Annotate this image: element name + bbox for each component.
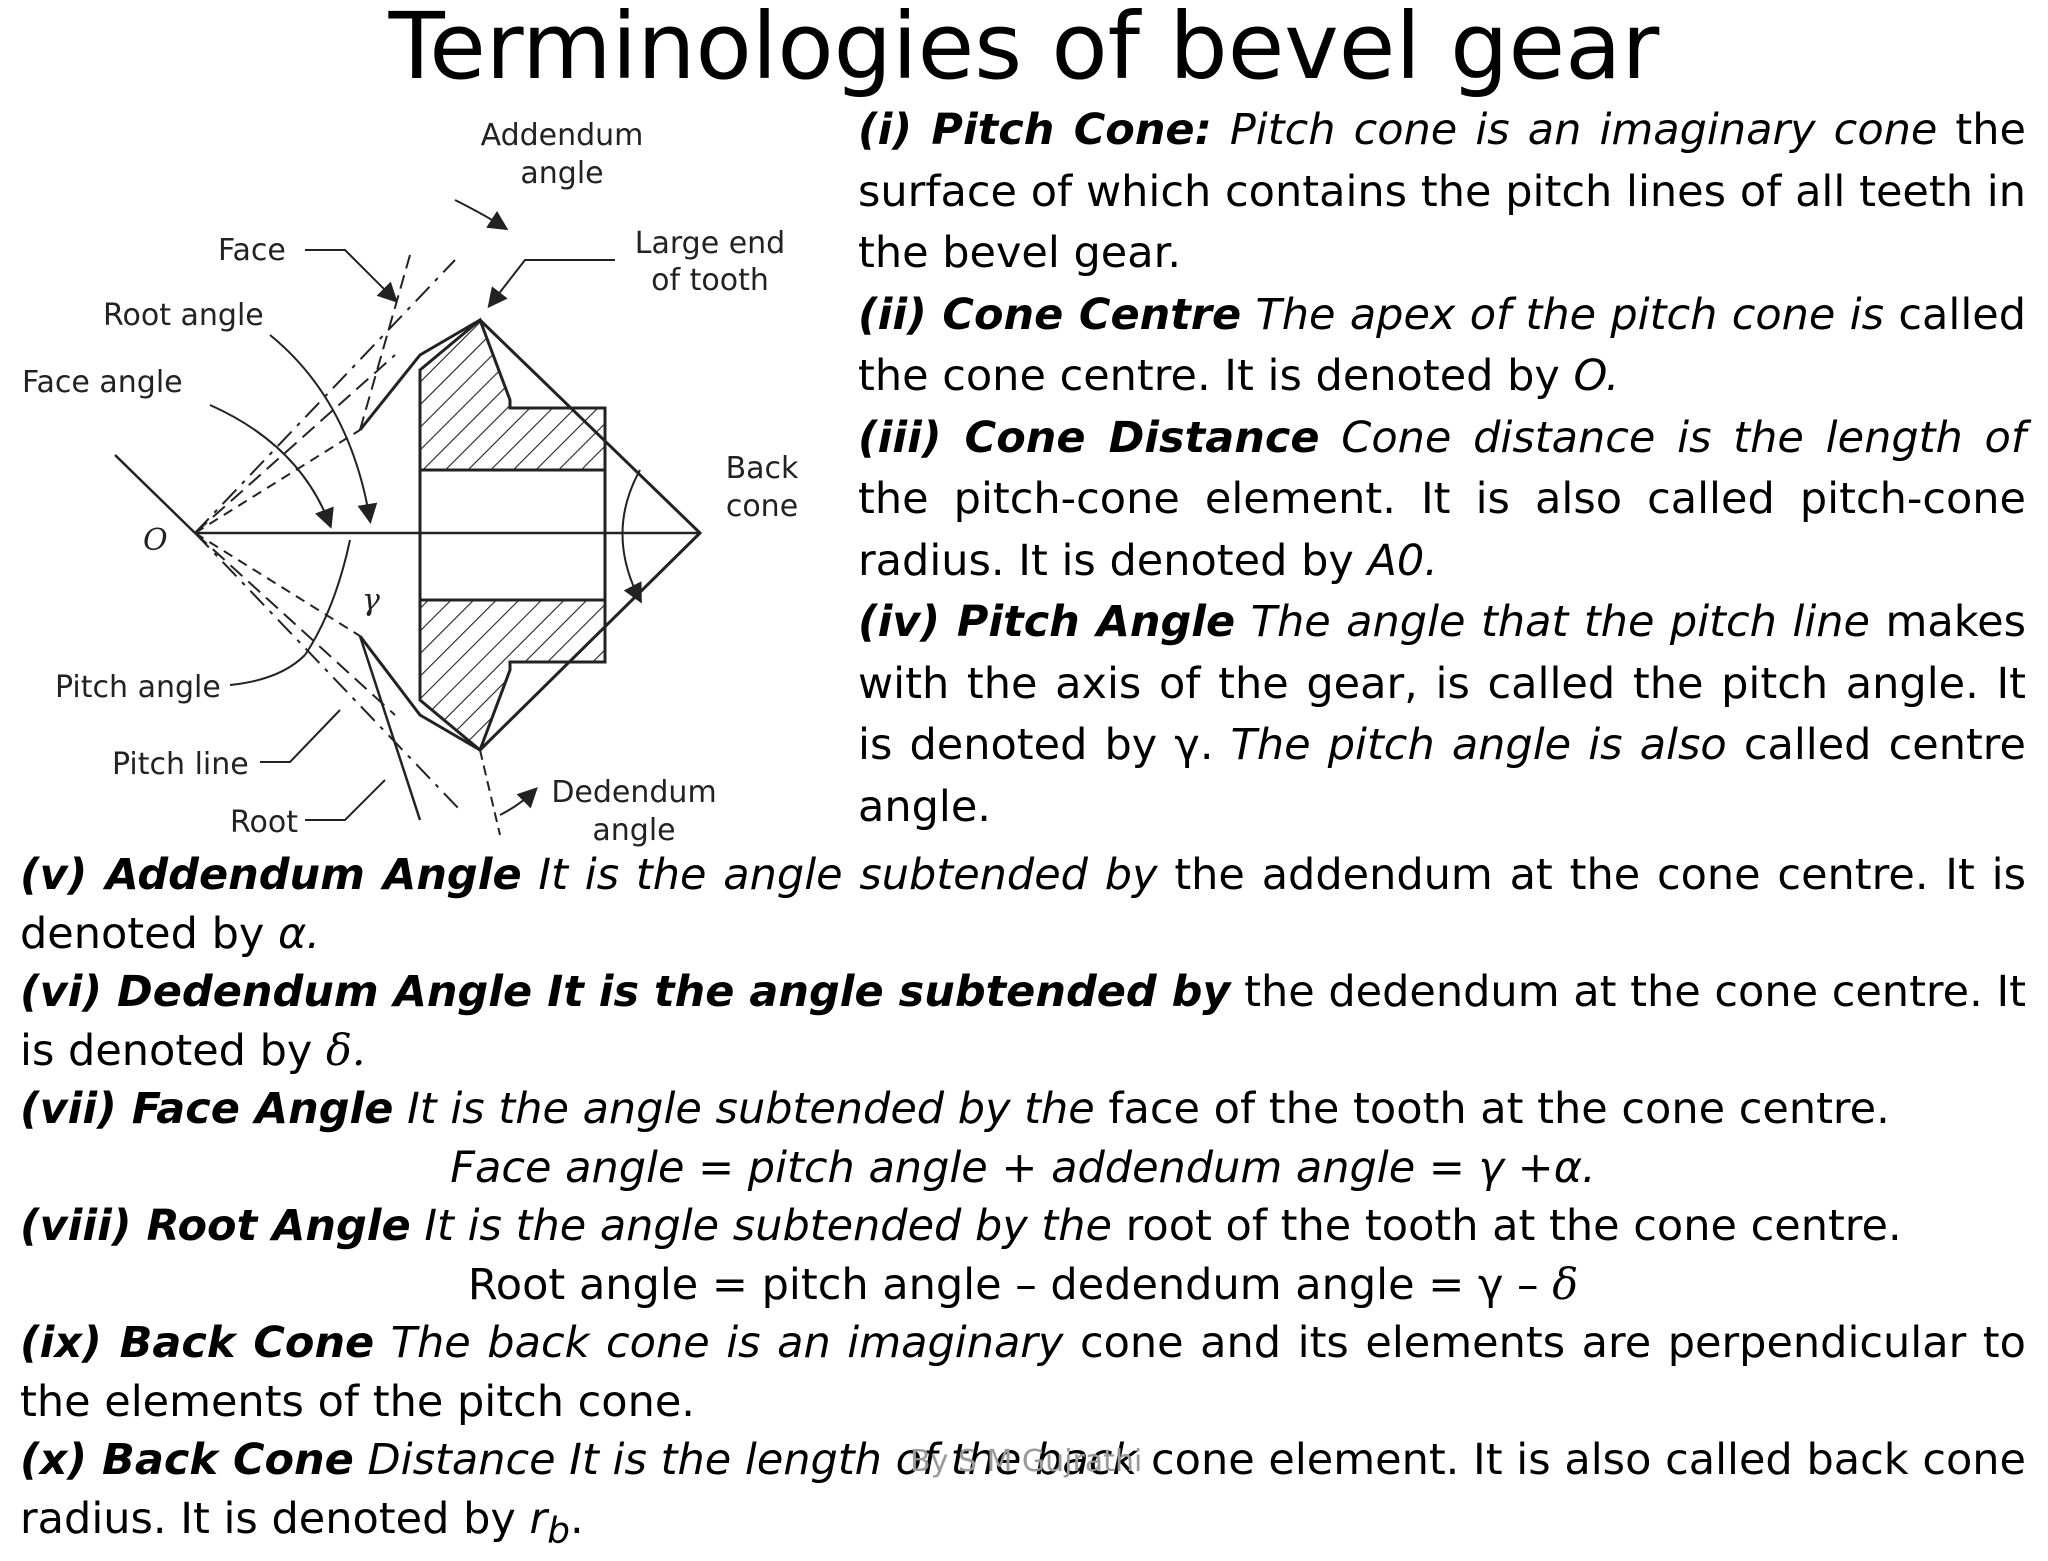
- back-cone-arc: [621, 469, 642, 604]
- addendum-angle-arc: [454, 199, 509, 231]
- definitions-full-width: (v) Addendum Angle It is the angle subte…: [20, 846, 2026, 1561]
- definition-text: .: [569, 1493, 584, 1544]
- label-face-angle: Face angle: [22, 365, 183, 400]
- definition-text: cone element. It is also called back con…: [20, 1435, 2027, 1544]
- definition-cone-distance: (iii) Cone Distance Cone distance is the…: [858, 408, 2026, 593]
- back-cone: [478, 318, 703, 752]
- term: (i) Pitch Cone:: [858, 105, 1212, 155]
- gear-body-upper: [418, 317, 607, 472]
- definition-face-angle: (vii) Face Angle It is the angle subtend…: [20, 1080, 2026, 1139]
- symbol: δ.: [326, 1025, 366, 1076]
- formula-text: Root angle = pitch angle – dedendum angl…: [467, 1259, 1553, 1310]
- definition-text: cone and its elements are perpendicular …: [20, 1318, 2026, 1427]
- definition-root-angle: (viii) Root Angle It is the angle subten…: [20, 1197, 2026, 1256]
- label-root-angle: Root angle: [103, 298, 264, 333]
- term: (viii) Root Angle: [20, 1201, 411, 1251]
- symbol: δ: [1552, 1259, 1579, 1310]
- formula-text: Face angle = pitch angle + addendum angl…: [450, 1142, 1596, 1193]
- pitch-angle-leader: [229, 654, 306, 686]
- definition-italic: The back cone is an imaginary: [374, 1318, 1064, 1368]
- definition-back-cone-distance: (x) Back Cone Distance It is the length …: [20, 1431, 2026, 1561]
- term: (iii) Cone Distance: [858, 412, 1320, 463]
- term: (ii) Cone Centre: [858, 289, 1242, 340]
- label-gamma: γ: [362, 583, 380, 618]
- formula-face-angle: Face angle = pitch angle + addendum angl…: [20, 1139, 2026, 1198]
- definition-text: root of the tooth at the cone centre.: [1112, 1201, 1902, 1251]
- symbol-subscript: b: [547, 1510, 570, 1552]
- definition-back-cone: (ix) Back Cone The back cone is an imagi…: [20, 1314, 2026, 1431]
- term: (ix) Back Cone: [20, 1318, 375, 1368]
- symbol: α.: [278, 908, 321, 959]
- root-line-lower: [194, 532, 361, 637]
- tooth-lower: [358, 635, 481, 752]
- definition-text: called the cone centre. It is denoted by: [858, 289, 2027, 402]
- outer-line-lower: [358, 635, 422, 821]
- tooth-upper: [358, 318, 481, 431]
- definition-text: makes with the axis of the gear, is call…: [858, 597, 2026, 770]
- label-root: Root: [230, 805, 298, 840]
- pitch-line-lower: [194, 532, 396, 716]
- dedendum-angle-arc: [499, 787, 538, 816]
- root-leader: [305, 779, 386, 821]
- definition-pitch-cone: (i) Pitch Cone: Pitch cone is an imagina…: [858, 100, 2026, 285]
- symbol: O.: [1573, 351, 1620, 401]
- gear-body-lower: [418, 598, 607, 753]
- definition-italic: The pitch angle is also: [1230, 720, 1727, 770]
- root-angle-arc: [269, 334, 378, 524]
- definition-cone-centre: (ii) Cone Centre The apex of the pitch c…: [858, 285, 2026, 408]
- pitch-angle-arc: [304, 539, 351, 656]
- definition-text: the pitch-cone element. It is also calle…: [858, 474, 2026, 586]
- face-cone-line-lower: [194, 532, 461, 811]
- term: (iv) Pitch Angle: [858, 597, 1236, 647]
- definition-italic: Cone distance is the length of: [1319, 412, 2026, 463]
- label-cone-centre: O: [143, 523, 168, 558]
- definition-italic: It is the angle subtended by: [521, 850, 1158, 900]
- term: (x) Back Cone: [20, 1435, 354, 1485]
- term: (vii) Face Angle: [20, 1084, 394, 1134]
- label-addendum-angle-1: Addendum: [481, 118, 644, 153]
- label-large-end-2: of tooth: [651, 263, 769, 298]
- label-back-cone-1: Back: [726, 451, 799, 486]
- definition-italic: The angle that the pitch line: [1235, 597, 1871, 647]
- face-line-upper: [359, 254, 411, 431]
- definition-italic: It is the angle subtended by the: [410, 1201, 1112, 1251]
- label-dedendum-angle-1: Dedendum: [551, 775, 716, 810]
- definition-text: called centre angle.: [858, 720, 2026, 832]
- pitch-line-upper: [194, 354, 396, 534]
- term: (vi) Dedendum Angle It is the angle subt…: [20, 967, 1231, 1017]
- label-face: Face: [218, 233, 286, 268]
- label-large-end-1: Large end: [635, 226, 785, 261]
- definition-italic: The apex of the pitch cone is: [1241, 289, 1885, 340]
- label-pitch-line: Pitch line: [112, 747, 249, 782]
- root-line-upper: [194, 429, 361, 534]
- definition-dedendum-angle: (vi) Dedendum Angle It is the angle subt…: [20, 963, 2026, 1080]
- label-dedendum-angle-2: angle: [592, 813, 675, 848]
- term: (v) Addendum Angle: [20, 850, 522, 900]
- definition-addendum-angle: (v) Addendum Angle It is the angle subte…: [20, 846, 2026, 963]
- label-addendum-angle-2: angle: [520, 156, 603, 191]
- definition-italic: It is the angle subtended by the: [393, 1084, 1095, 1134]
- face-angle-arc: [209, 404, 334, 529]
- symbol: A0.: [1367, 535, 1438, 586]
- dedendum-line: [479, 749, 501, 836]
- definition-text: the addendum at the cone centre. It is d…: [20, 850, 2026, 959]
- symbol: r: [529, 1493, 548, 1544]
- large-end-leader: [487, 259, 615, 309]
- footer-author: By S M Gujrathi: [910, 1444, 1143, 1479]
- label-pitch-angle: Pitch angle: [55, 670, 221, 705]
- definition-text: the surface of which contains the pitch …: [858, 105, 2026, 278]
- label-back-cone-2: cone: [726, 489, 798, 524]
- definition-italic: Distance It is the length of the back: [353, 1435, 1138, 1485]
- formula-root-angle: Root angle = pitch angle – dedendum angl…: [20, 1256, 2026, 1315]
- face-leader: [305, 249, 398, 303]
- definition-text: face of the tooth at the cone centre.: [1094, 1084, 1890, 1134]
- definition-italic: Pitch cone is an imaginary cone: [1211, 105, 1938, 155]
- pitch-line-leader: [260, 709, 341, 763]
- bevel-gear-diagram: Addendum angle Face Large end of tooth R…: [22, 118, 799, 848]
- definition-text: the dedendum at the cone centre. It is d…: [20, 967, 2026, 1076]
- definition-pitch-angle: (iv) Pitch Angle The angle that the pitc…: [858, 592, 2026, 838]
- definitions-right-column: (i) Pitch Cone: Pitch cone is an imagina…: [858, 100, 2026, 838]
- page-title: Terminologies of bevel gear: [388, 0, 1660, 100]
- outer-line-top: [114, 454, 196, 534]
